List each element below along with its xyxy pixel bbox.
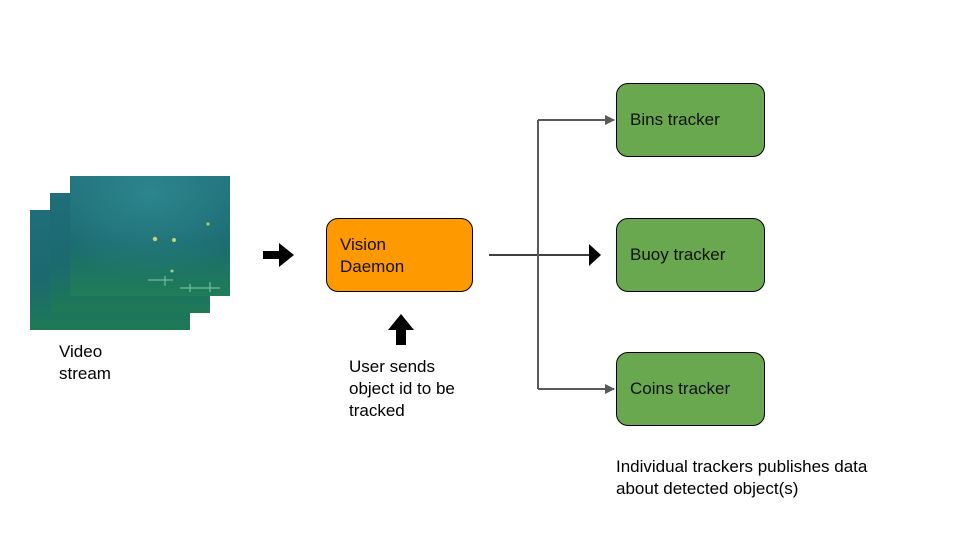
underwater-scene-image (70, 176, 230, 296)
bins-tracker-label: Bins tracker (630, 110, 720, 129)
user-to-daemon-arrow (388, 314, 414, 345)
vision-daemon-label: Vision Daemon (340, 235, 405, 276)
buoy-tracker-label: Buoy tracker (630, 245, 726, 264)
user-note: User sends object id to be tracked (349, 357, 455, 420)
vision-daemon-node: Vision Daemon (326, 218, 473, 292)
bins-tracker-node: Bins tracker (616, 83, 765, 157)
video-stream-label: Video stream (59, 342, 111, 383)
daemon-to-buoy-arrowhead (589, 244, 601, 266)
video-frame-front (70, 176, 230, 296)
footer-note: Individual trackers publishes data about… (616, 457, 868, 498)
coins-tracker-node: Coins tracker (616, 352, 765, 426)
buoy-tracker-node: Buoy tracker (616, 218, 765, 292)
coins-tracker-label: Coins tracker (630, 379, 731, 398)
video-to-daemon-arrow (263, 243, 294, 267)
